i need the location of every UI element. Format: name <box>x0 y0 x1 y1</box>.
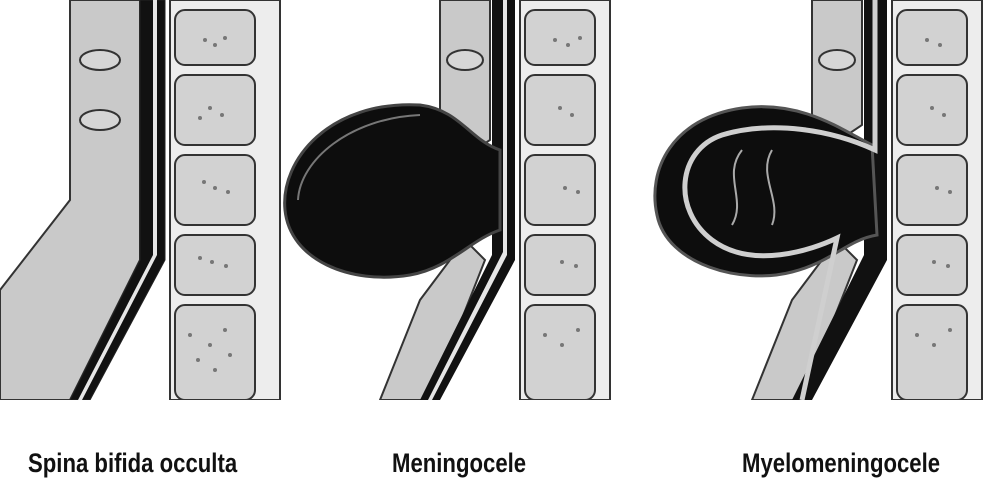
caption-meningocele: Meningocele <box>392 448 527 478</box>
meningeal-sac <box>283 103 502 279</box>
vertebral-column <box>519 0 611 400</box>
vertebral-column <box>891 0 983 400</box>
vertebral-column <box>169 0 281 400</box>
spine-diagram-meningocele <box>283 0 611 400</box>
spine-diagram-occulta <box>0 0 281 400</box>
myelomeningocele-sac <box>653 105 879 278</box>
caption-spina-bifida-occulta: Spina bifida occulta <box>28 448 238 478</box>
spine-diagram-myelomeningocele <box>653 0 983 400</box>
herniated-spinal-cord <box>682 0 878 400</box>
caption-myelomeningocele: Myelomeningocele <box>742 448 941 478</box>
